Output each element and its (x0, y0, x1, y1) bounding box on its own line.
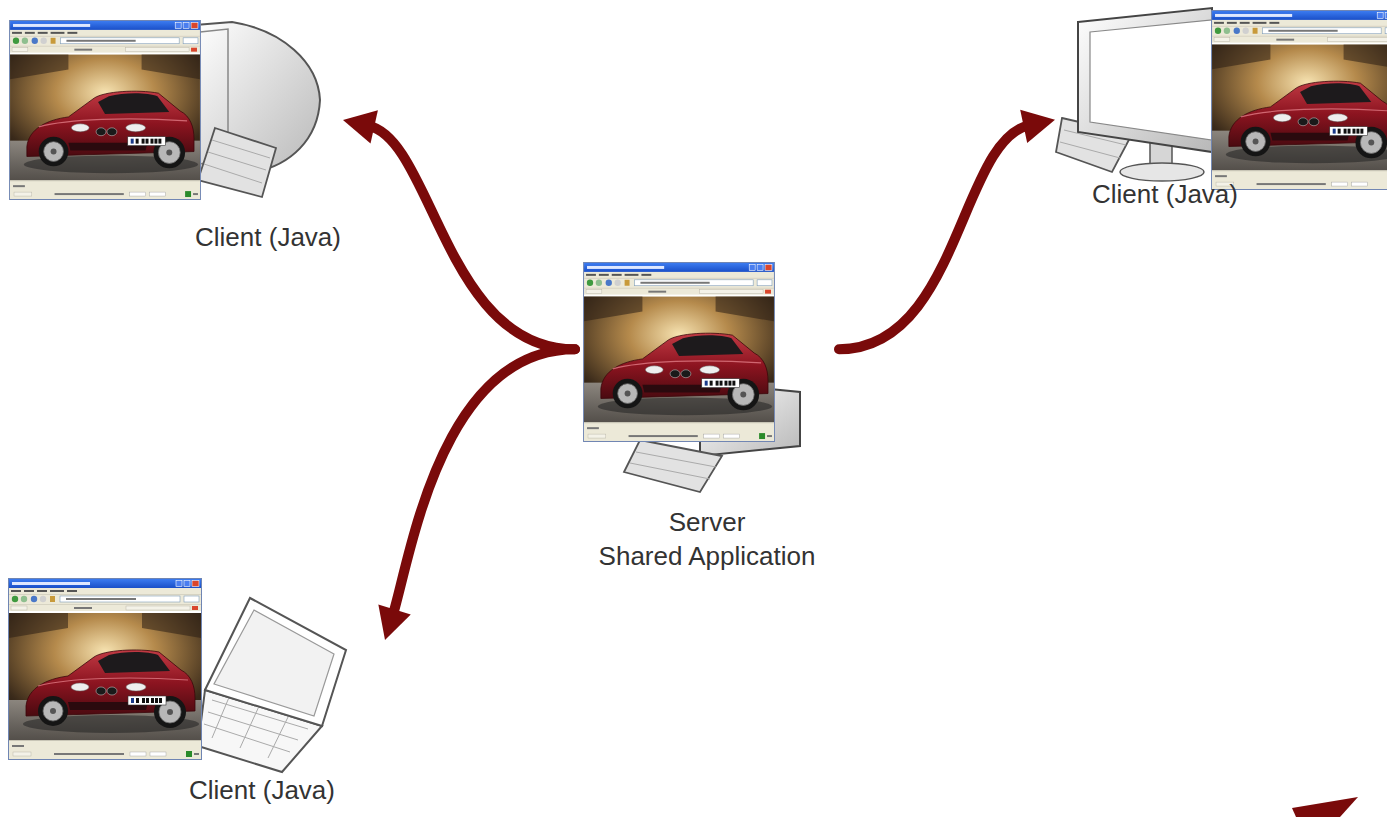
illustration-part (630, 452, 716, 479)
arrowhead (343, 110, 378, 143)
server-node: ServerShared Application (575, 255, 839, 580)
server-computer (584, 262, 800, 492)
connector (839, 125, 1030, 349)
node-label: Client (Java) (195, 220, 341, 254)
client-computer-top-right (1056, 8, 1387, 190)
illustration-part (1090, 20, 1212, 140)
node-label: Server (599, 505, 816, 539)
stray-arrowhead (1292, 797, 1358, 817)
label-block: Client (Java) (1092, 177, 1238, 211)
client-laptop-bottom-left (9, 579, 347, 773)
connector (393, 349, 575, 615)
node-label: Shared Application (599, 539, 816, 573)
illustration-part (204, 140, 270, 183)
illustration-part (10, 20, 201, 199)
illustration-part (214, 610, 334, 716)
illustration-part (9, 579, 202, 760)
illustration-part (198, 128, 276, 197)
arrowhead (378, 604, 410, 640)
illustration-part (1212, 10, 1387, 189)
illustration-part (584, 262, 775, 441)
arrowhead (1020, 110, 1055, 143)
node-label: Client (Java) (1092, 177, 1238, 211)
node-label: Client (Java) (189, 773, 335, 807)
label-block: Client (Java) (195, 220, 341, 254)
illustration-part (1120, 163, 1204, 181)
label-block: ServerShared Application (599, 505, 816, 573)
client-computer-top-left (10, 20, 320, 199)
connector (368, 126, 575, 350)
client-node: Client (Java) (5, 15, 343, 265)
client-node: Client (Java) (5, 572, 385, 815)
client-node: Client (Java) (1055, 5, 1385, 230)
illustration-part (205, 598, 346, 726)
illustration-part (624, 440, 722, 492)
label-block: Client (Java) (189, 773, 335, 807)
illustration-part (1078, 8, 1212, 152)
